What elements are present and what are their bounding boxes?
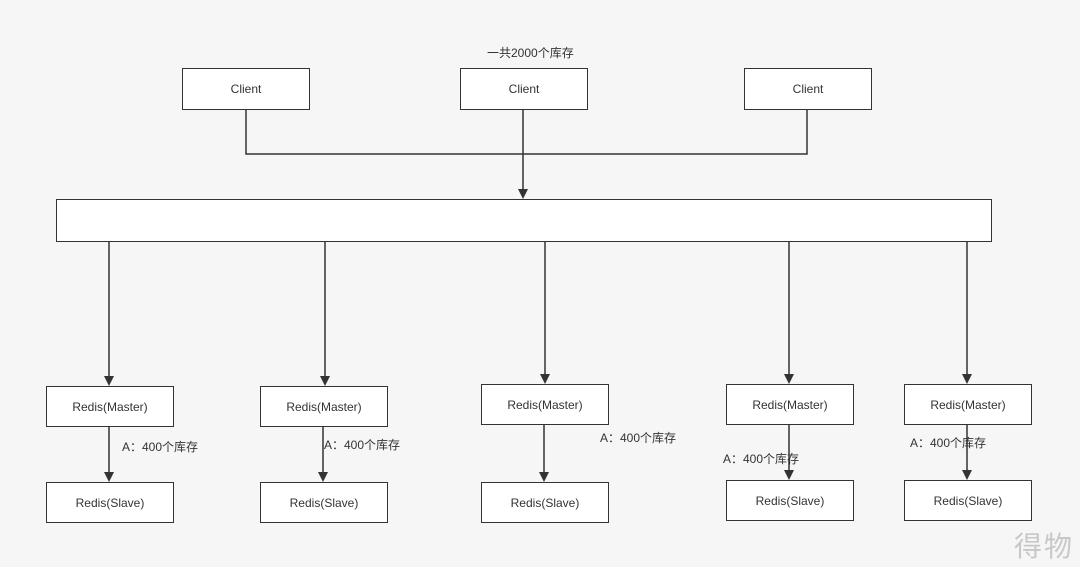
total-inventory-label: 一共2000个库存 bbox=[487, 46, 574, 60]
watermark-logo: 得物 bbox=[1013, 530, 1074, 563]
master-box-2[interactable]: Redis(Master) bbox=[260, 386, 388, 427]
slave-box-4[interactable]: Redis(Slave) bbox=[726, 480, 854, 521]
slave-box-3[interactable]: Redis(Slave) bbox=[481, 482, 609, 523]
shard-inventory-label-1: A：400个库存 bbox=[122, 440, 199, 454]
master-box-3[interactable]: Redis(Master) bbox=[481, 384, 609, 425]
shard-inventory-label-4: A：400个库存 bbox=[723, 452, 800, 466]
client-box-2[interactable]: Client bbox=[460, 68, 588, 110]
master-box-4[interactable]: Redis(Master) bbox=[726, 384, 854, 425]
client-box-3[interactable]: Client bbox=[744, 68, 872, 110]
proxy-box[interactable] bbox=[56, 199, 992, 242]
master-box-1[interactable]: Redis(Master) bbox=[46, 386, 174, 427]
shard-inventory-label-2: A：400个库存 bbox=[324, 438, 401, 452]
slave-box-2[interactable]: Redis(Slave) bbox=[260, 482, 388, 523]
client-merge-connector bbox=[245, 110, 808, 155]
client-box-1[interactable]: Client bbox=[182, 68, 310, 110]
slave-box-1[interactable]: Redis(Slave) bbox=[46, 482, 174, 523]
master-box-5[interactable]: Redis(Master) bbox=[904, 384, 1032, 425]
slave-box-5[interactable]: Redis(Slave) bbox=[904, 480, 1032, 521]
shard-inventory-label-5: A：400个库存 bbox=[910, 436, 987, 450]
shard-inventory-label-3: A：400个库存 bbox=[600, 431, 677, 445]
